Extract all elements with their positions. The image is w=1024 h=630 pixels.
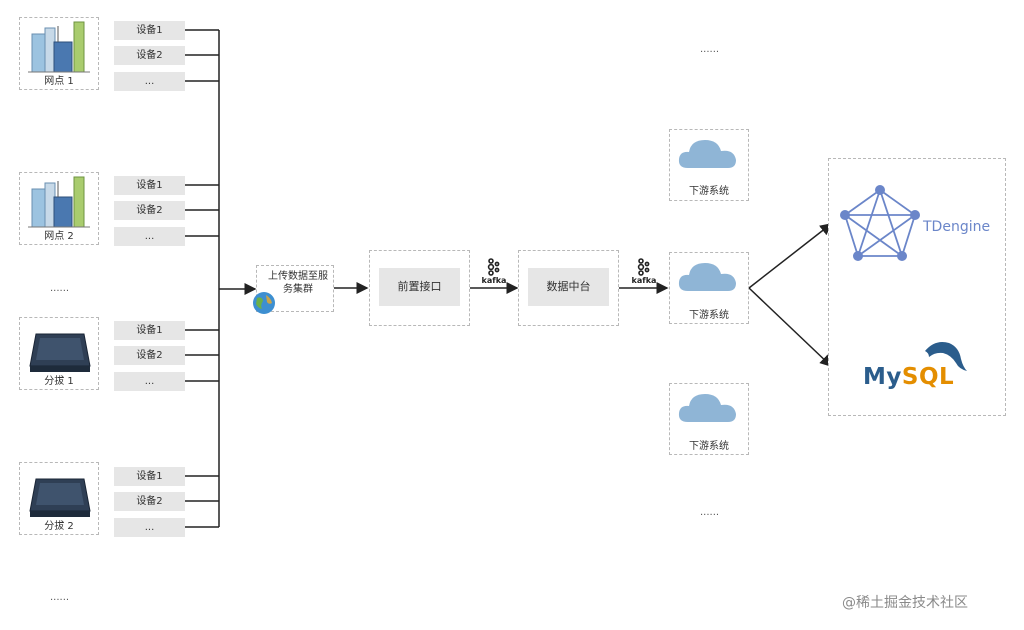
device-item: ... [114,372,185,391]
kafka-label: kafka [631,276,657,285]
site-box-2: 网点 2 [19,172,99,245]
ellipsis: ...... [700,507,720,518]
cloud-icon [678,140,736,168]
site-label: 分拔 2 [44,521,74,532]
downstream-box-1: 下游系统 [669,129,749,201]
site-box-3: 分拔 1 [19,317,99,390]
device-item: ... [114,227,185,246]
upload-cluster-label: 上传数据至服务集群 [268,271,328,295]
device-item: 设备1 [114,321,185,340]
site-box-1: 网点 1 [19,17,99,90]
mysql-label: MySQL [863,364,954,390]
buildings-icon [28,21,90,73]
data-center-label: 数据中台 [528,268,609,306]
front-api-label: 前置接口 [379,268,460,306]
cloud-icon [678,263,736,291]
device-item: 设备1 [114,467,185,486]
watermark: @稀土掘金技术社区 [842,595,968,611]
dolphin-icon [925,342,967,371]
device-item: 设备2 [114,201,185,220]
device-item: 设备2 [114,346,185,365]
site-label: 网点 1 [44,76,74,87]
scanner-icon [29,478,91,517]
device-item: 设备1 [114,176,185,195]
kafka-icon [637,258,650,276]
scanner-icon [29,333,91,372]
downstream-box-2: 下游系统 [669,252,749,324]
downstream-label: 下游系统 [689,441,729,452]
database-box: TDengine MySQL [828,158,1006,416]
globe-icon [253,292,275,314]
ellipsis: ...... [700,44,720,55]
device-item: 设备1 [114,21,185,40]
downstream-box-3: 下游系统 [669,383,749,455]
device-item: 设备2 [114,46,185,65]
mysql-sql: SQL [901,364,955,390]
site-label: 网点 2 [44,231,74,242]
device-item: 设备2 [114,492,185,511]
downstream-label: 下游系统 [689,186,729,197]
cloud-icon [678,394,736,422]
front-api-box: 前置接口 [369,250,470,326]
downstream-label: 下游系统 [689,310,729,321]
device-item: ... [114,72,185,91]
site-box-4: 分拔 2 [19,462,99,535]
data-center-box: 数据中台 [518,250,619,326]
buildings-icon [28,176,90,228]
device-item: ... [114,518,185,537]
tdengine-icon [840,185,920,261]
tdengine-label: TDengine [923,219,991,235]
kafka-icon [487,258,500,276]
site-label: 分拔 1 [44,376,74,387]
ellipsis: ...... [50,283,70,294]
ellipsis: ...... [50,592,70,603]
kafka-label: kafka [481,276,507,285]
mysql-my: My [863,364,902,390]
